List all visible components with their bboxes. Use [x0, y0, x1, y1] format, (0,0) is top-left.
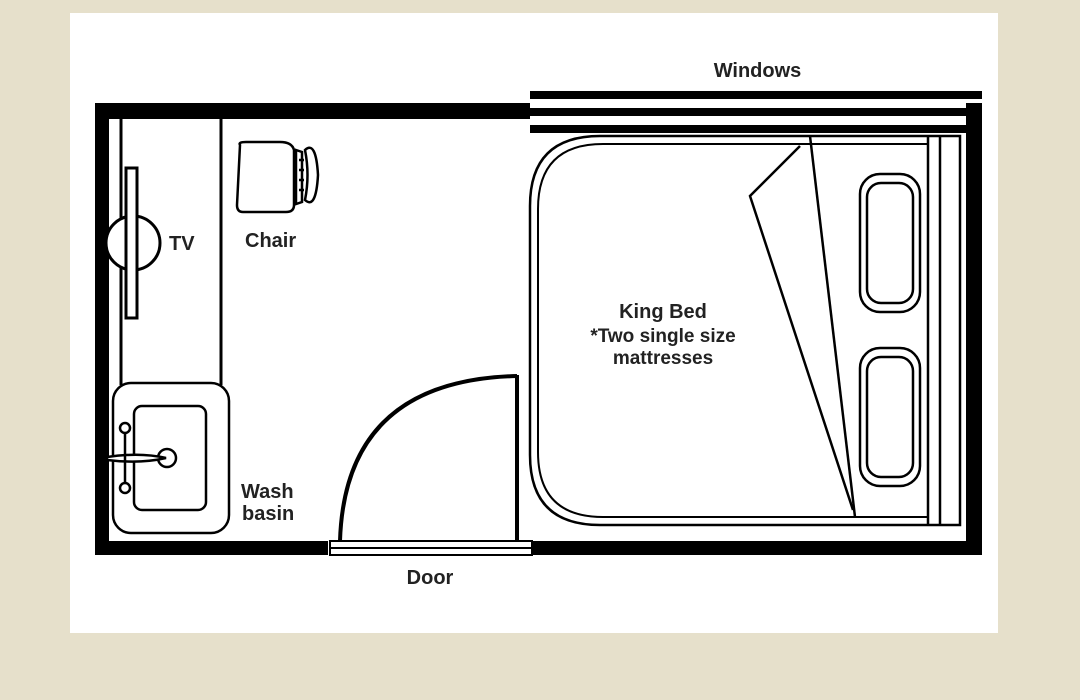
chair-symbol: [235, 140, 320, 214]
door-label: Door: [406, 567, 454, 589]
top-wall: [95, 103, 530, 119]
wash-basin-symbol: [105, 381, 231, 535]
door-symbol: [329, 374, 533, 556]
windows-label: Windows: [713, 60, 802, 82]
left-wall: [95, 103, 109, 555]
tv-label: TV: [169, 233, 195, 255]
wash-basin-label-line1: Wash: [241, 481, 294, 503]
bottom-wall-right: [533, 541, 982, 555]
room-walls: [95, 103, 982, 555]
windows-symbol: [530, 91, 982, 133]
bed-note-line2: mattresses: [612, 348, 714, 369]
king-bed-symbol: [528, 134, 962, 527]
bed-title-label: King Bed: [619, 301, 707, 323]
bed-note-line1: *Two single size: [590, 326, 736, 347]
chair-label: Chair: [245, 230, 297, 252]
wash-basin-label-line2: basin: [242, 503, 295, 525]
tv-symbol: [104, 166, 162, 320]
right-wall: [966, 103, 982, 555]
bottom-wall-left: [95, 541, 328, 555]
